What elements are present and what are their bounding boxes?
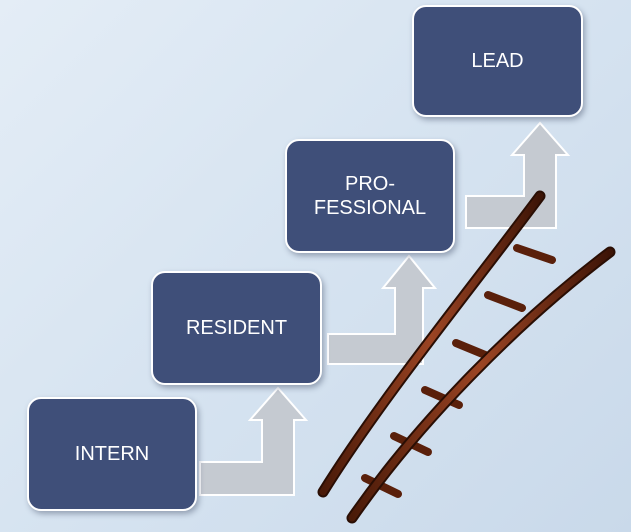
step-label-line1: PRO- — [344, 173, 395, 195]
bent-up-arrow-icon — [327, 254, 438, 365]
step-label: INTERN — [74, 443, 150, 465]
step-lead: LEAD — [412, 5, 583, 117]
step-label: RESIDENT — [185, 317, 288, 339]
bent-up-arrow-icon — [465, 121, 571, 229]
step-label-line2: FESSIONAL — [313, 197, 427, 219]
ladder-icon — [317, 190, 616, 524]
step-intern: INTERN — [27, 397, 197, 511]
step-resident: RESIDENT — [151, 271, 322, 385]
bent-up-arrow-icon — [199, 386, 309, 496]
step-professional: PRO- FESSIONAL — [285, 139, 455, 253]
step-label: LEAD — [471, 50, 524, 72]
step-label-group: PRO- FESSIONAL — [314, 172, 426, 220]
